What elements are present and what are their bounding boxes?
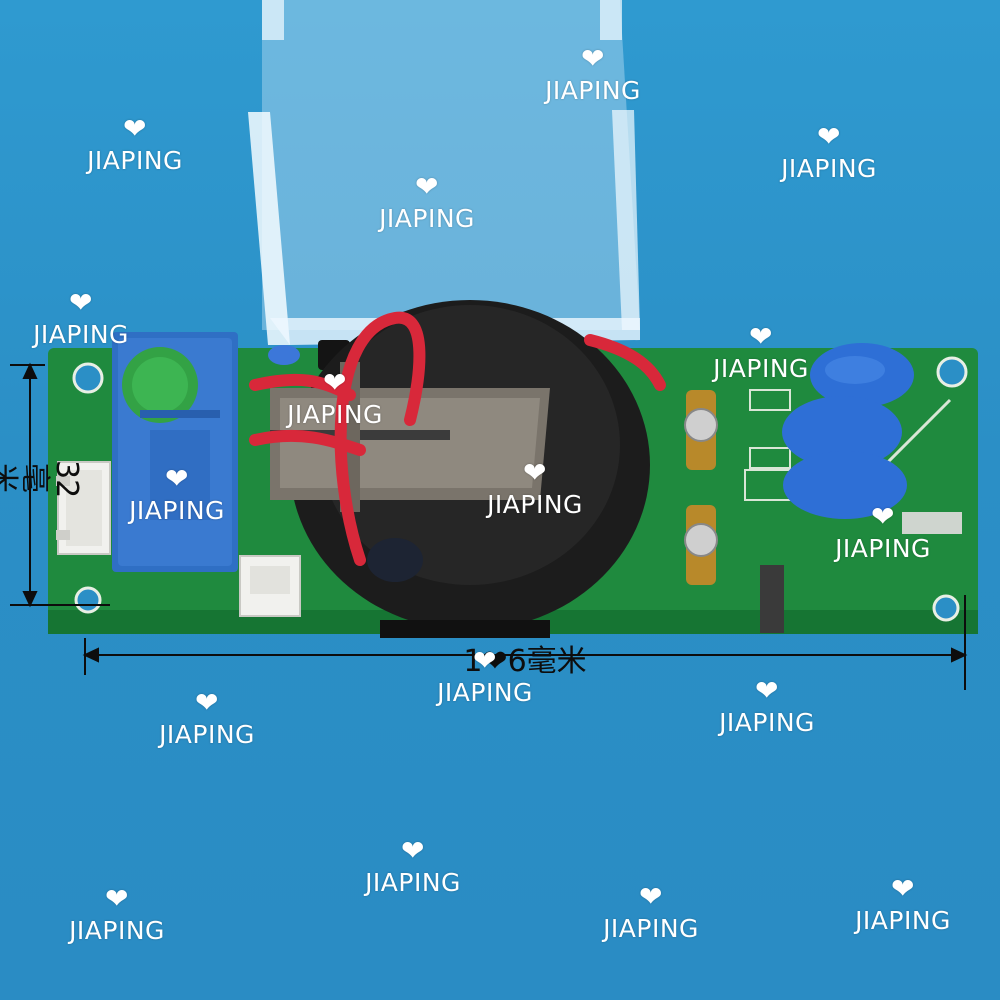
component xyxy=(902,512,962,534)
heart-icon: ❤ xyxy=(817,120,841,153)
watermark: ❤ JIAPING xyxy=(692,676,842,738)
watermark: ❤ JIAPING xyxy=(60,114,210,176)
watermark: ❤ JIAPING xyxy=(576,882,726,944)
connector-small xyxy=(239,555,301,617)
dimension-lines xyxy=(10,362,968,690)
watermark: ❤ JIAPING xyxy=(460,458,610,520)
heart-icon: ❤ xyxy=(523,456,547,489)
heart-icon: ❤ xyxy=(639,880,663,913)
watermark: ❤ JIAPING xyxy=(102,464,252,526)
heart-icon: ❤ xyxy=(891,872,915,905)
watermark: ❤ JIAPING xyxy=(132,688,282,750)
varistor xyxy=(782,343,914,519)
watermark: ❤ JIAPING xyxy=(338,836,488,898)
watermark: ❤ JIAPING xyxy=(686,322,836,384)
heart-icon: ❤ xyxy=(165,462,189,495)
watermark: ❤ JIAPING xyxy=(6,288,156,350)
heart-icon: ❤ xyxy=(871,500,895,533)
watermark: ❤ JIAPING xyxy=(352,172,502,234)
heart-icon: ❤ xyxy=(755,674,779,707)
watermark: ❤ JIAPING xyxy=(754,122,904,184)
watermark: ❤ JIAPING xyxy=(828,874,978,936)
heart-icon: ❤ xyxy=(105,882,129,915)
red-wire xyxy=(249,311,666,566)
watermark: ❤ JIAPING xyxy=(808,502,958,564)
watermark: ❤ JIAPING xyxy=(410,646,560,708)
screw-terminal xyxy=(684,390,718,585)
heart-icon: ❤ xyxy=(581,42,605,75)
heart-icon: ❤ xyxy=(749,320,773,353)
connector-left xyxy=(56,461,111,555)
heart-icon: ❤ xyxy=(415,170,439,203)
heart-icon: ❤ xyxy=(401,834,425,867)
watermark: ❤ JIAPING xyxy=(42,884,192,946)
capacitor xyxy=(268,345,300,365)
heart-icon: ❤ xyxy=(473,644,497,677)
heart-icon: ❤ xyxy=(195,686,219,719)
watermark: ❤ JIAPING xyxy=(260,368,410,430)
watermark: ❤ JIAPING xyxy=(518,44,668,106)
heart-icon: ❤ xyxy=(123,112,147,145)
wire-sleeve xyxy=(367,538,423,582)
heart-icon: ❤ xyxy=(323,366,347,399)
dimension-label-width: 1❤6毫米 xyxy=(463,644,587,679)
component xyxy=(760,565,784,633)
heart-icon: ❤ xyxy=(69,286,93,319)
dimension-label-height: 32毫米 xyxy=(0,460,84,499)
relay xyxy=(112,332,238,572)
